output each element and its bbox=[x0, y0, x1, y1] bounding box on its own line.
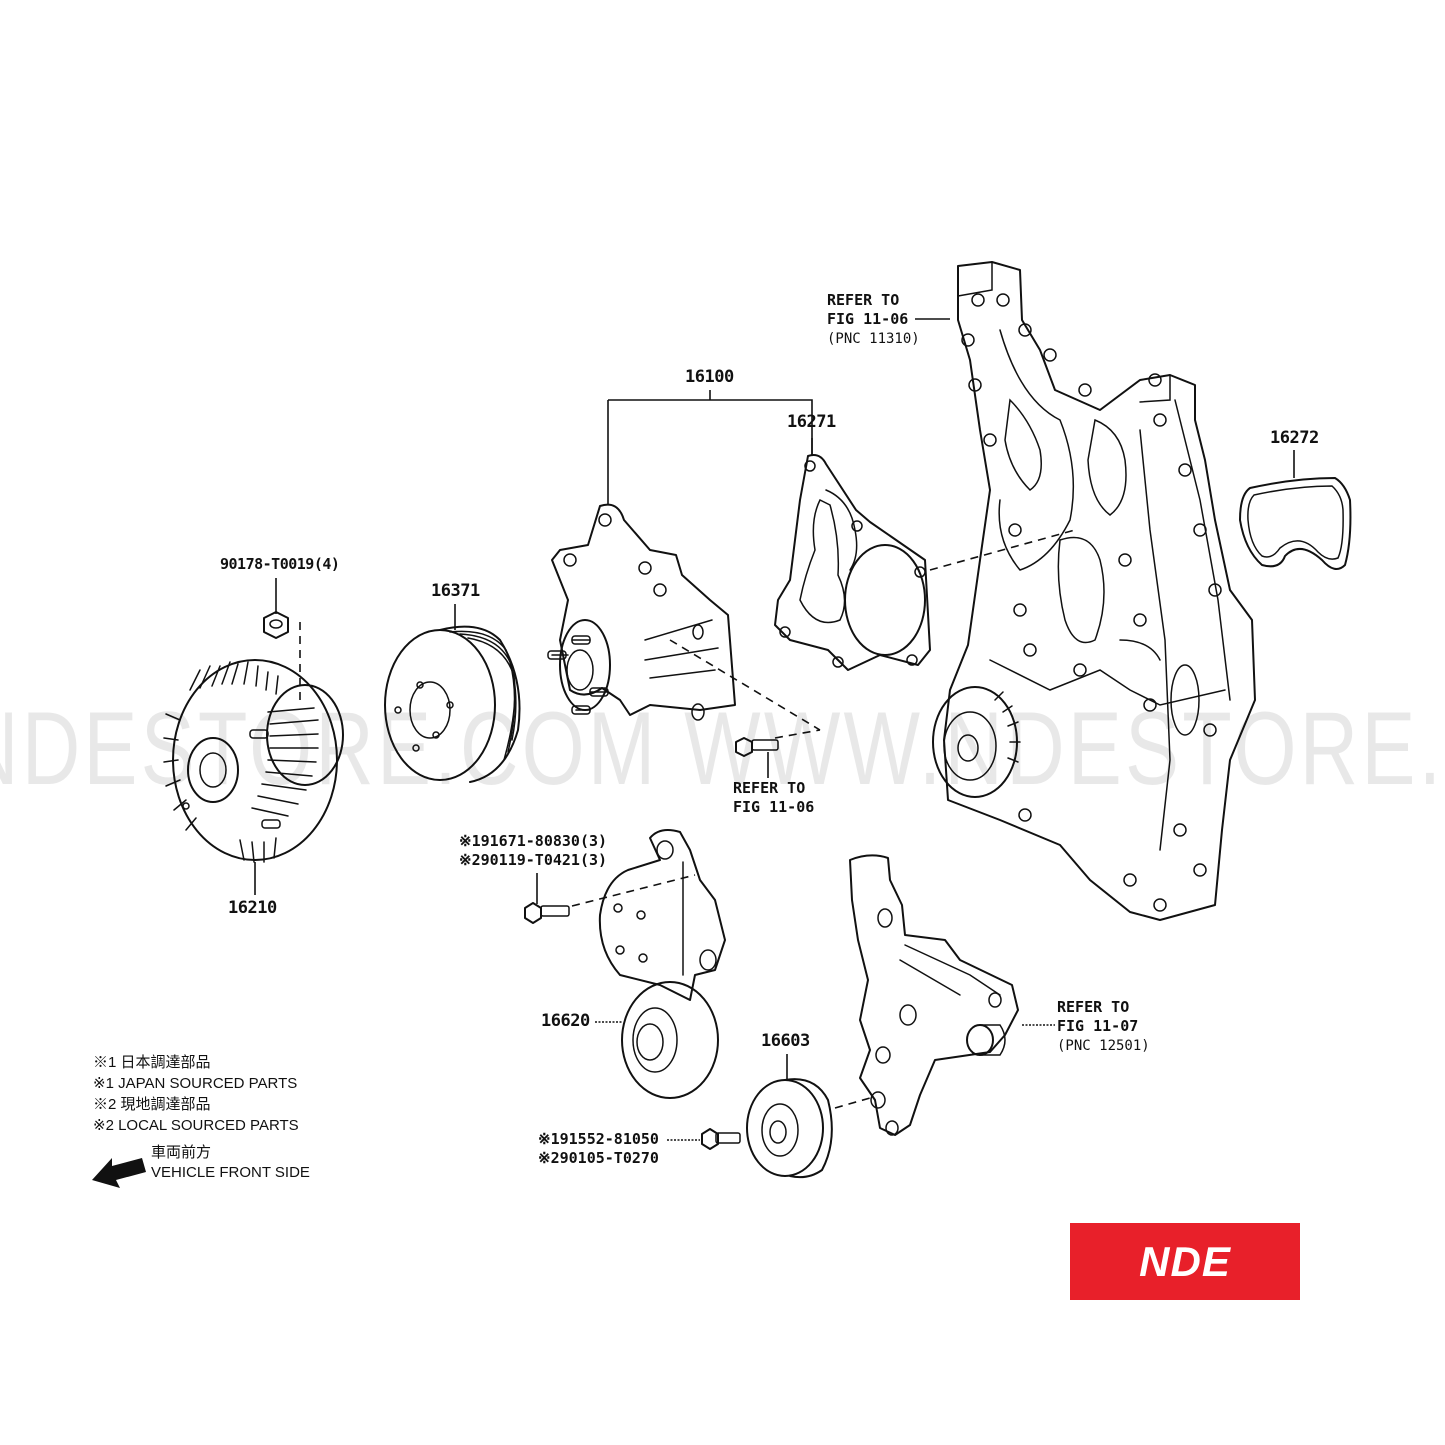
fan-nut-drawing bbox=[263, 578, 289, 639]
nde-logo: NDE bbox=[1070, 1223, 1300, 1300]
reference-timing-cover: REFER TO FIG 11-06 (PNC 11310) bbox=[827, 291, 920, 349]
reference-bracket: REFER TO FIG 11-07 (PNC 12501) bbox=[1057, 998, 1150, 1056]
ref-line-2: FIG 11-07 bbox=[1057, 1017, 1139, 1035]
legend-item: ※1 日本調達部品 bbox=[93, 1054, 211, 1071]
ref-pnc: (PNC 12501) bbox=[1057, 1038, 1150, 1054]
fan-clutch-drawing bbox=[163, 622, 344, 895]
vehicle-front-label: 車両前方 VEHICLE FRONT SIDE bbox=[151, 1143, 310, 1183]
part-label-16272: 16272 bbox=[1270, 428, 1319, 448]
idler-bolt-part-2: ※290105-T0270 bbox=[538, 1149, 659, 1167]
gasket-drawing bbox=[774, 438, 1076, 671]
pulley-drawing bbox=[384, 604, 521, 783]
legend-item: ※2 LOCAL SOURCED PARTS bbox=[93, 1117, 299, 1134]
part-label-16371: 16371 bbox=[431, 581, 480, 601]
ref-line-1: REFER TO bbox=[827, 291, 900, 309]
sourcing-legend: ※1 日本調達部品 ※1 JAPAN SOURCED PARTS ※2 現地調達… bbox=[93, 1052, 299, 1136]
idler-bolt-label: ※191552-81050 ※290105-T0270 bbox=[538, 1130, 659, 1168]
ref-line-2: FIG 11-06 bbox=[733, 798, 815, 816]
reference-pump-bolt: REFER TO FIG 11-06 bbox=[733, 779, 814, 817]
tensioner-bolt-label: ※191671-80830(3) ※290119-T0421(3) bbox=[459, 832, 607, 870]
tensioner-drawing bbox=[524, 829, 726, 1099]
vehicle-front-jp: 車両前方 bbox=[151, 1144, 212, 1161]
ref-line-2: FIG 11-06 bbox=[827, 310, 909, 328]
o-ring-drawing bbox=[1239, 450, 1352, 570]
logo-text: NDE bbox=[1139, 1237, 1231, 1285]
bracket-drawing bbox=[849, 854, 1055, 1136]
legend-item: ※2 現地調達部品 bbox=[93, 1096, 211, 1113]
ref-pnc: (PNC 11310) bbox=[827, 331, 920, 347]
timing-cover-drawing bbox=[915, 261, 1256, 921]
part-label-16271: 16271 bbox=[787, 412, 836, 432]
tensioner-bolt-part-2: ※290119-T0421(3) bbox=[459, 851, 608, 869]
vehicle-front-en: VEHICLE FRONT SIDE bbox=[151, 1164, 310, 1181]
part-label-16210: 16210 bbox=[228, 898, 277, 918]
vehicle-front-arrow-icon bbox=[92, 1158, 146, 1188]
part-label-16100: 16100 bbox=[685, 367, 734, 387]
pump-bolt-drawing bbox=[735, 737, 779, 778]
water-pump-drawing bbox=[547, 503, 821, 739]
part-label-16620: 16620 bbox=[541, 1011, 590, 1031]
ref-line-1: REFER TO bbox=[733, 779, 806, 797]
part-label-16603: 16603 bbox=[761, 1031, 810, 1051]
pump-callout-bracket bbox=[607, 390, 813, 505]
tensioner-bolt-part-1: ※191671-80830(3) bbox=[459, 832, 608, 850]
idler-bolt-part-1: ※191552-81050 bbox=[538, 1130, 659, 1148]
ref-line-1: REFER TO bbox=[1057, 998, 1130, 1016]
legend-item: ※1 JAPAN SOURCED PARTS bbox=[93, 1075, 298, 1092]
idler-pulley-drawing bbox=[667, 1054, 871, 1179]
part-label-90178: 90178-T0019(4) bbox=[220, 555, 340, 573]
